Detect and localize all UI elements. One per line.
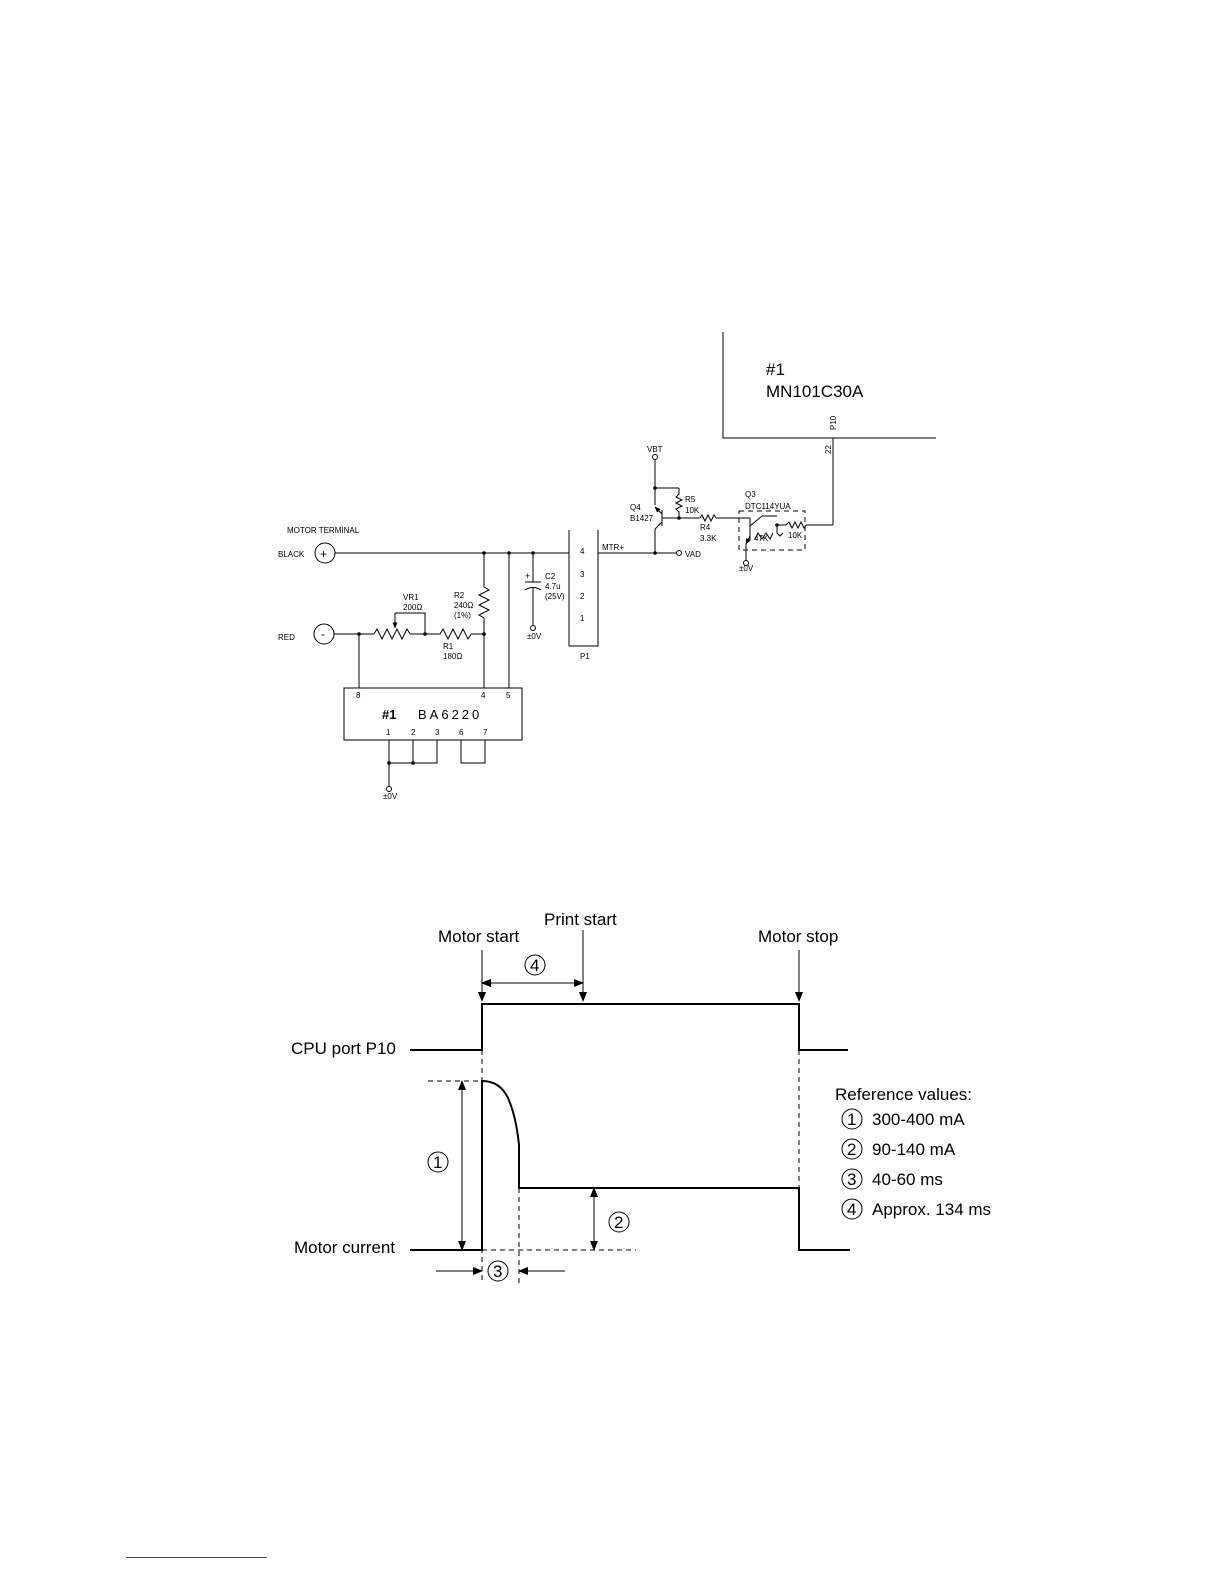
ic-ground-label: ±0V (383, 792, 398, 801)
r1-value-label: 180Ω (443, 652, 462, 661)
ic-pin-4: 4 (481, 691, 486, 700)
marker-1-circle: 1 (427, 1151, 449, 1173)
p1-connector: 4 3 2 1 P1 MTR+ (568, 530, 655, 661)
mcu-ref-label: #1 (766, 360, 785, 379)
marker-2-label: 2 (614, 1213, 623, 1232)
cpu-port-label: CPU port P10 (291, 1039, 396, 1058)
motor-stop-label: Motor stop (758, 927, 838, 946)
q3-ref-label: Q3 (745, 490, 756, 499)
reference-2-num: 2 (847, 1140, 856, 1159)
p1-pin-2: 2 (580, 592, 585, 601)
q4-part-label: B1427 (630, 514, 654, 523)
reference-4-text: Approx. 134 ms (872, 1200, 991, 1219)
vr1-value-label: 200Ω (403, 603, 422, 612)
vad-label: VAD (685, 550, 701, 559)
reference-title: Reference values: (835, 1085, 972, 1104)
timing-diagram: Print start Motor start Motor stop 4 CPU… (291, 910, 991, 1284)
motor-terminal: MOTOR TERMINAL BLACK + RED - (278, 526, 569, 645)
mcu-pin-label: 22 (824, 445, 833, 454)
q4-transistor: VBT R5 10K R4 3.3K Q4 B1427 VAD (630, 445, 751, 559)
resistor-network: VR1 200Ω R1 180Ω R2 240Ω (1%) (373, 551, 491, 688)
p1-ref-label: P1 (580, 652, 590, 661)
reference-1-num: 1 (847, 1110, 856, 1129)
marker-3-circle: 3 (487, 1260, 509, 1282)
p1-pin-4: 4 (580, 547, 585, 556)
footnote-separator (126, 1557, 267, 1558)
ic-pin-1: 1 (386, 728, 391, 737)
q3-part-label: DTC114YUA (745, 502, 791, 511)
r2-value-label: 240Ω (454, 601, 473, 610)
q3-r-b-label: 10K (788, 531, 803, 540)
r4-ref-label: R4 (700, 523, 711, 532)
q4-ref-label: Q4 (630, 503, 641, 512)
mcu-block: #1 MN101C30A P10 22 (722, 332, 936, 525)
c2-polarity: + (525, 571, 530, 581)
cpu-port-waveform (410, 1003, 848, 1051)
motor-terminal-title: MOTOR TERMINAL (287, 526, 360, 535)
reference-2-text: 90-140 mA (872, 1140, 956, 1159)
minus-terminal: - (321, 627, 325, 641)
marker-3-label: 3 (493, 1262, 502, 1281)
ic-ref-label: #1 (382, 707, 396, 722)
c2-rating-label: (25V) (545, 592, 565, 601)
ic-pin-7: 7 (483, 728, 488, 737)
marker-2-circle: 2 (608, 1211, 630, 1233)
c2-capacitor: ±0V + C2 4.7u (25V) (507, 551, 565, 688)
r4-value-label: 3.3K (700, 534, 717, 543)
r2-tolerance-label: (1%) (454, 611, 471, 620)
reference-4-num: 4 (847, 1200, 856, 1219)
c2-ref-label: C2 (545, 572, 556, 581)
ba6220-ic: 8 4 5 #1 BA6220 1 2 3 6 7 ±0V (343, 634, 523, 801)
c2-value-label: 4.7u (545, 582, 561, 591)
reference-3-text: 40-60 ms (872, 1170, 943, 1189)
c2-ground-label: ±0V (527, 632, 542, 641)
p1-pin-3: 3 (580, 570, 585, 579)
vbt-label: VBT (647, 445, 663, 454)
q3-transistor: Q3 DTC114YUA 47K 10K ±0V (738, 490, 833, 573)
vr1-ref-label: VR1 (403, 593, 419, 602)
r1-ref-label: R1 (443, 642, 454, 651)
r5-value-label: 10K (685, 506, 700, 515)
print-start-label: Print start (544, 910, 617, 929)
ic-pin-2: 2 (411, 728, 416, 737)
motor-current-waveform (410, 1079, 850, 1251)
mcu-port-label: P10 (829, 415, 838, 430)
black-wire-label: BLACK (278, 550, 305, 559)
red-wire-label: RED (278, 633, 295, 642)
r2-ref-label: R2 (454, 591, 465, 600)
ic-pin-3: 3 (435, 728, 440, 737)
q3-r-a-label: 47K (754, 534, 769, 543)
marker-4-circle: 4 (524, 954, 546, 976)
marker-4-label: 4 (530, 956, 539, 975)
ic-pin-5: 5 (506, 691, 511, 700)
ic-pin-8: 8 (356, 691, 361, 700)
marker-1-label: 1 (433, 1153, 442, 1172)
ic-part-label: BA6220 (418, 707, 482, 722)
reference-values: Reference values: 1 300-400 mA 2 90-140 … (835, 1085, 991, 1220)
reference-1-text: 300-400 mA (872, 1110, 965, 1129)
reference-3-num: 3 (847, 1170, 856, 1189)
q3-ground-label: ±0V (739, 564, 754, 573)
motor-start-label: Motor start (438, 927, 520, 946)
plus-terminal: + (320, 547, 327, 561)
mtr-label: MTR+ (602, 543, 624, 552)
motor-current-label: Motor current (294, 1238, 395, 1257)
ic-pin-6: 6 (459, 728, 464, 737)
p1-pin-1: 1 (580, 614, 585, 623)
r5-ref-label: R5 (685, 495, 696, 504)
schematic-diagram: #1 MN101C30A P10 22 Q3 DTC114YUA 47K 10K (278, 332, 936, 801)
mcu-part-label: MN101C30A (766, 382, 864, 401)
